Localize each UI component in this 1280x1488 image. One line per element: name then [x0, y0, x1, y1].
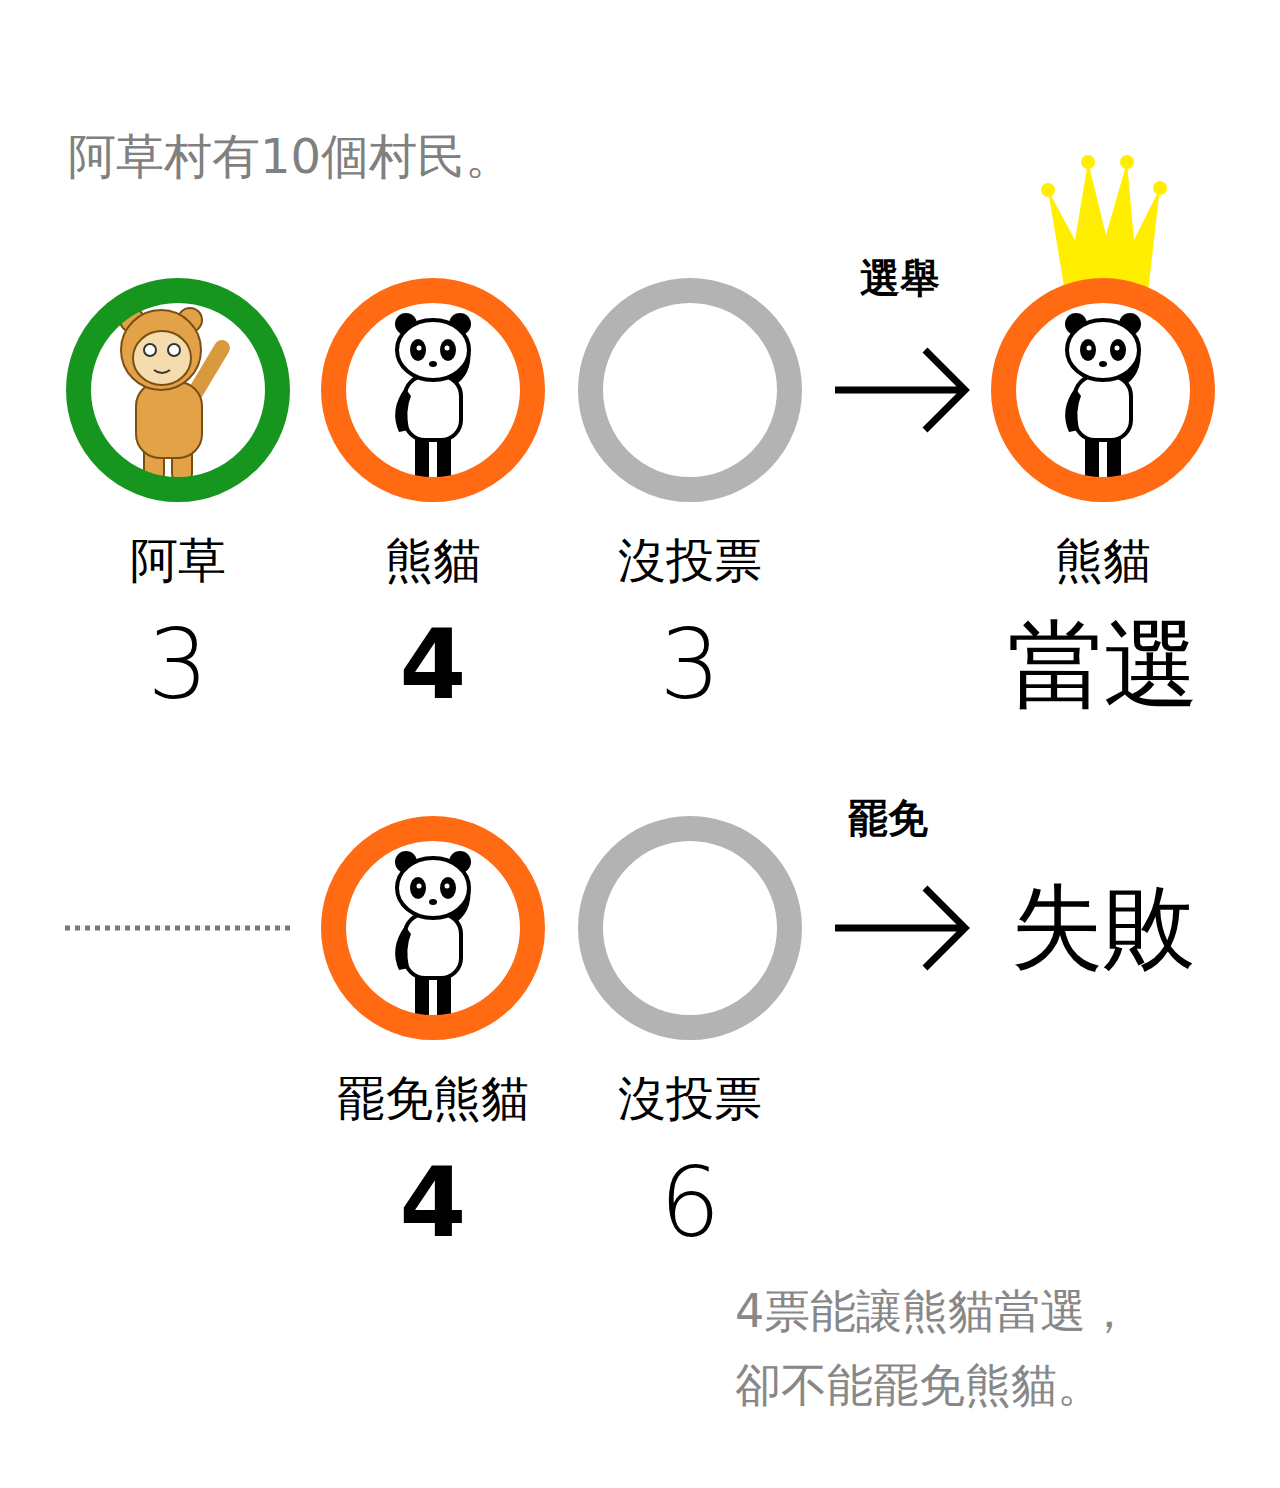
vote-circle: 罷免熊貓4 [321, 816, 545, 1040]
vote-circle: 熊貓當選 [991, 278, 1215, 502]
circle-ring [591, 291, 790, 490]
option-name: 沒投票 [618, 1070, 762, 1128]
circle-ring [334, 291, 533, 490]
process-label: 罷免 [848, 794, 928, 842]
vote-count: 6 [659, 1155, 720, 1251]
circle-ring [79, 291, 278, 490]
agrass-mouth [154, 370, 170, 373]
caption: 4票能讓熊貓當選，卻不能罷免熊貓。 [735, 1275, 1155, 1422]
option-name: 熊貓 [1055, 532, 1151, 590]
vote-count: 3 [147, 617, 208, 713]
circle-ring [334, 829, 533, 1028]
title: 阿草村有10個村民。 [68, 128, 513, 186]
agrass-eye [144, 344, 156, 356]
option-name: 罷免熊貓 [337, 1070, 529, 1128]
dotted-line [65, 926, 292, 931]
vote-circle: 沒投票3 [578, 278, 802, 502]
option-name: 沒投票 [618, 532, 762, 590]
arrow-connector [835, 350, 965, 430]
result-text: 失敗 [1011, 873, 1195, 983]
crown [1048, 162, 1160, 292]
vote-circle: 熊貓4 [321, 278, 545, 502]
agrass-face [133, 331, 191, 385]
result-arrow [835, 888, 965, 968]
circle-ring [591, 829, 790, 1028]
agrass-eye [168, 344, 180, 356]
circle-ring [1004, 291, 1203, 490]
vote-circle: 沒投票6 [578, 816, 802, 1040]
crown-dot [1153, 181, 1167, 195]
panda-figure [1065, 313, 1141, 498]
vote-circle: 阿草3 [66, 278, 290, 502]
agrass-figure [120, 308, 222, 480]
option-name: 熊貓 [385, 532, 481, 590]
circle-outline [66, 278, 290, 502]
circle-outline [321, 816, 545, 1040]
panda-figure [395, 851, 471, 1036]
crown-dot [1041, 183, 1055, 197]
agrass-body [136, 382, 202, 458]
process-label: 選舉 [860, 254, 940, 302]
option-name: 阿草 [130, 532, 226, 590]
circle-outline [321, 278, 545, 502]
agrass-hood [121, 310, 201, 390]
crown-dot [1120, 155, 1134, 169]
vote-count: 當選 [1007, 617, 1199, 713]
panda-figure [395, 313, 471, 498]
crown-dot [1081, 155, 1095, 169]
circle-outline [578, 816, 802, 1040]
vote-count: 3 [659, 617, 720, 713]
circle-outline [991, 278, 1215, 502]
vote-count: 4 [400, 1155, 467, 1251]
vote-count: 4 [400, 617, 467, 713]
circle-outline [578, 278, 802, 502]
